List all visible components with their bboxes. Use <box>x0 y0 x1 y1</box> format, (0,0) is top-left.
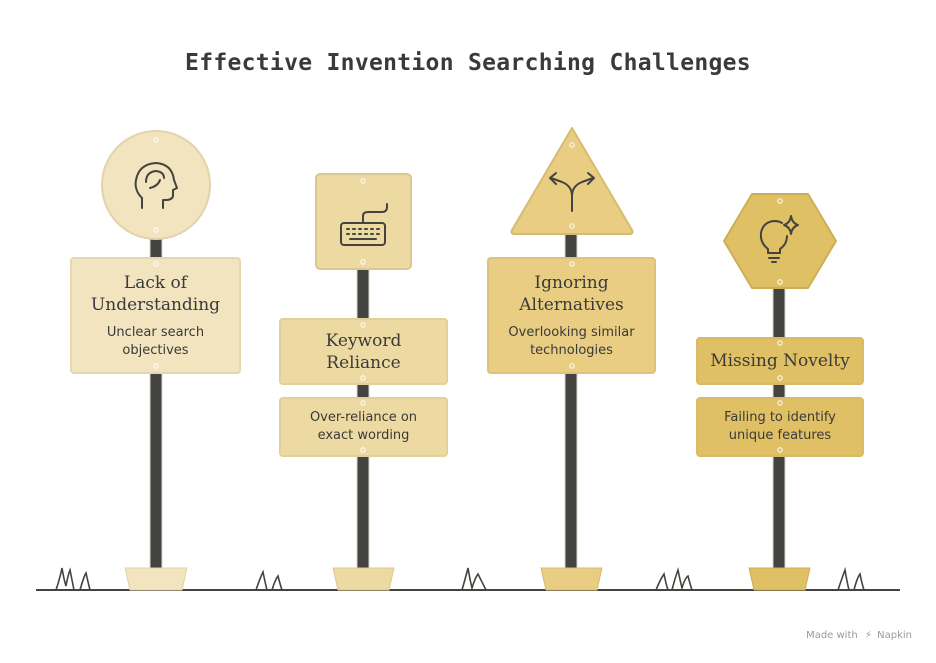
sign-heading: Missing Novelty <box>710 351 850 371</box>
grass-tuft <box>837 566 865 591</box>
grass-tuft <box>55 567 91 591</box>
hexagon-sign <box>723 193 837 289</box>
made-with-napkin[interactable]: Made with ⚡ Napkin <box>806 630 912 641</box>
sign-heading: Understanding <box>90 294 221 315</box>
sign-description: Overlooking similar <box>508 324 635 340</box>
sign-board-ignoring-alternatives: Ignoring Alternatives Overlooking simila… <box>487 257 656 374</box>
sign-board-lack-of-understanding: Lack of Understanding Unclear search obj… <box>70 257 241 374</box>
sign-description-board: Over-reliance on exact wording <box>279 397 448 457</box>
triangle-sign <box>510 127 634 235</box>
grass-tuft <box>655 567 693 592</box>
sign-description: unique features <box>728 428 832 443</box>
sign-description: Failing to identify <box>724 410 836 425</box>
sign-heading: Alternatives <box>519 294 624 315</box>
grass-tuft <box>255 569 283 591</box>
split-arrows-icon <box>549 172 595 212</box>
pole-base <box>124 567 188 591</box>
sign-description: objectives <box>122 342 189 358</box>
sign-heading: Reliance <box>326 352 401 373</box>
sign-description-board: Failing to identify unique features <box>696 397 864 457</box>
made-with-label: Made with <box>806 630 858 641</box>
diagram-title: Effective Invention Searching Challenges <box>185 50 751 76</box>
sign-heading: Ignoring <box>534 272 609 293</box>
lightbulb-icon <box>759 215 799 263</box>
sign-heading: Keyword <box>325 330 402 351</box>
grass-tuft <box>461 567 487 592</box>
pole-base <box>748 567 811 591</box>
sign-board-missing-novelty: Missing Novelty <box>696 337 864 385</box>
sign-board-keyword-reliance: Keyword Reliance <box>279 318 448 385</box>
sign-description: exact wording <box>317 428 410 443</box>
sign-description: Over-reliance on <box>309 410 418 425</box>
sign-description: Unclear search <box>106 324 205 340</box>
napkin-brand: Napkin <box>877 630 912 641</box>
napkin-logo-icon: ⚡ <box>864 630 872 641</box>
pole-base <box>332 567 395 591</box>
sign-heading: Lack of <box>123 272 188 293</box>
keyboard-icon <box>340 203 388 246</box>
head-icon <box>134 162 178 209</box>
sign-description: technologies <box>530 342 613 358</box>
pole-base <box>540 567 603 591</box>
